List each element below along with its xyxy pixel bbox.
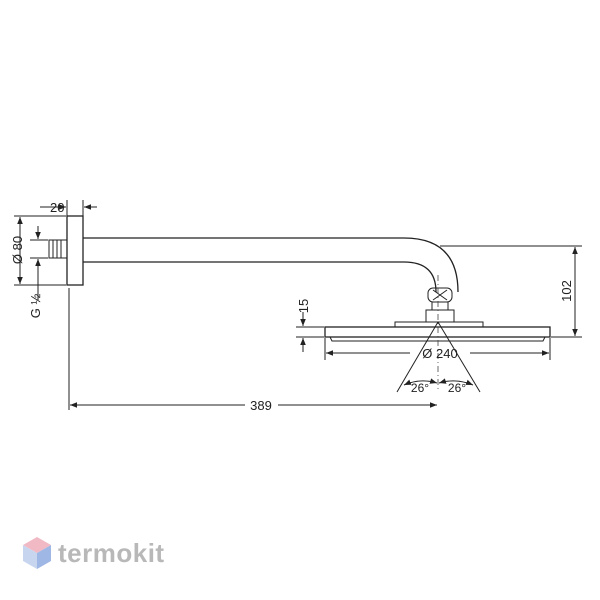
arm-length-label: 389 bbox=[250, 398, 272, 413]
thread-label: G ½ bbox=[28, 294, 43, 319]
total-drop-dimension: 102 bbox=[440, 245, 582, 338]
flange-depth-label: 20 bbox=[50, 200, 64, 215]
tilt-left-label: 26° bbox=[411, 381, 429, 395]
shower-head bbox=[324, 321, 551, 342]
wall-flange bbox=[48, 215, 84, 286]
head-diameter-label: Ø 240 bbox=[422, 346, 457, 361]
shower-arm bbox=[83, 237, 459, 323]
head-height-dimension: 15 bbox=[296, 299, 324, 352]
flange-depth-dimension: 20 bbox=[40, 200, 97, 216]
head-height-label: 15 bbox=[296, 299, 311, 313]
tilt-right-label: 26° bbox=[448, 381, 466, 395]
arm-length-dimension: 389 bbox=[68, 288, 437, 413]
cube-logo-icon bbox=[23, 537, 51, 569]
tilt-angle-dimension: 26° 26° bbox=[396, 321, 481, 395]
total-drop-label: 102 bbox=[559, 280, 574, 302]
brand-watermark: termokit bbox=[22, 536, 165, 570]
head-diameter-dimension: Ø 240 bbox=[324, 338, 551, 361]
flange-diameter-dimension: Ø 80 bbox=[10, 215, 66, 286]
flange-diameter-label: Ø 80 bbox=[10, 236, 25, 264]
thread-dimension: G ½ bbox=[28, 226, 48, 318]
watermark-text: termokit bbox=[58, 537, 165, 568]
